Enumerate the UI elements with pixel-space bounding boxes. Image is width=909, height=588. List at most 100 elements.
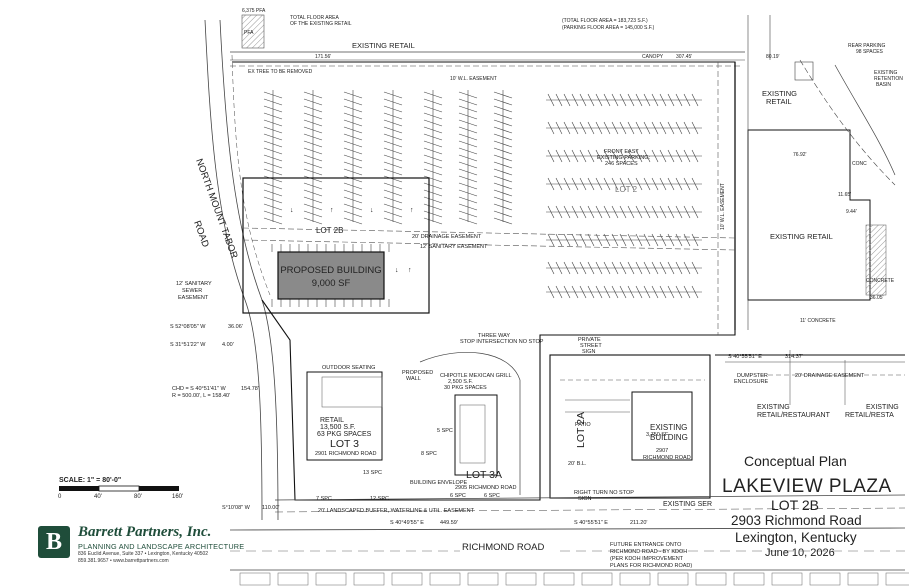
bearing-2-dist: 4.00' [222,342,234,348]
proposed-building-area: 9,000 SF [312,278,351,289]
road-lane-marking [467,572,499,586]
traffic-arrow-icon: ↑ [330,207,334,214]
existing-retail-right-label-2: RETAIL [766,97,792,106]
spaces-8: 8 SPC [421,451,437,457]
front-parking-label-1: FRONT EAST [604,149,639,155]
existing-retail-rest-label-2: RETAIL/RESTAURANT [757,412,831,419]
spaces-7: 7 SPC [316,496,332,502]
right-turn-label: RIGHT TURN NO STOP [574,490,634,496]
road-lane-marking [581,572,613,586]
existing-retail-top [230,14,745,67]
future-entrance-label-3: (PER KDOH IMPROVEMENT [610,556,684,562]
project-lot: LOT 2B [771,497,819,513]
road-lane-marking [885,572,909,586]
lot-2a-building [549,354,711,499]
firm-logo: B [38,526,70,558]
road-lane-marking [809,572,841,586]
road-lane-marking [619,572,651,586]
rear-spaces-label: 98 SPACES [856,49,884,55]
spaces-6: 6 SPC [450,493,466,499]
future-entrance-label-4: PLANS FOR RICHMOND ROAD) [610,563,692,569]
spaces-5: 5 SPC [437,428,453,434]
sanitary-sewer-label-3: EASEMENT [178,295,209,301]
bearing-9: 9.44' [846,209,857,215]
project-date: June 10, 2026 [765,547,835,559]
bearing-36: 36.05' [870,295,884,301]
project-title: LAKEVIEW PLAZA [722,476,892,497]
traffic-arrow-icon: ↓ [395,267,399,274]
floor-area-existing-label: TOTAL FLOOR AREA [290,15,339,21]
proposed-building-name: PROPOSED BUILDING [280,265,381,276]
bearing-3: CHD = S 40°51'41" W [172,386,226,392]
retention-label-1: EXISTING [874,70,897,76]
road-lane-marking [771,572,803,586]
project-city: Lexington, Kentucky [735,530,857,545]
existing-retail-right [747,15,896,330]
existing-ser-label: EXISTING SER [663,501,712,508]
pfa-tag: PFA [244,30,254,36]
bearing-171: 171.56' [315,54,331,60]
road-lane-marking [391,572,423,586]
scale-tick-0: 0 [58,494,62,500]
private-street-label-2: STREET [580,343,602,349]
firm-name: Barrett Partners, Inc. [78,524,212,540]
bearing-7: S°10'08" W [222,505,251,511]
existing-retail-rest-label-3: EXISTING [866,404,899,411]
sanitary-sewer-label-2: SEWER [182,288,202,294]
drainage-easement-line [242,227,736,239]
rear-parking-label: REAR PARKING [848,43,886,49]
lot2a-name-2: BUILDING [650,433,688,442]
lot2a-area: 3,750 SF [646,432,669,438]
bearing-80: 80.19' [766,54,780,60]
private-street-label-1: PRIVATE [578,337,601,343]
lot3-area: 13,500 S.F. [320,424,355,431]
bearing-307: 307.45' [676,54,692,60]
richmond-road [229,494,909,586]
proposed-wall-label-1: PROPOSED [402,370,433,376]
bearing-5-dist: 449.59' [440,520,458,526]
lot-3a-building [419,352,521,495]
lot3a-address: 2905 RICHMOND ROAD [455,485,516,491]
spaces-6b: 6 SPC [484,493,500,499]
richmond-road-label: RICHMOND ROAD [462,542,544,553]
firm-phone: 859.381.9657 • www.barrettpartners.com [78,558,169,564]
road-lane-marking [429,572,461,586]
lot2a-road: RICHMOND ROAD [643,455,691,461]
ex-tree-label: EX TREE TO BE REMOVED [248,69,313,75]
floor-area-existing-label-2: OF THE EXISTING RETAIL [290,21,352,27]
conceptual-plan-label: Conceptual Plan [744,453,847,469]
lot-2-label: LOT 2 [615,185,638,194]
bearing-3-dist: 154.78' [241,386,259,392]
scale-tick-40: 40' [94,494,102,500]
floor-area-total: (TOTAL FLOOR AREA = 183,723 S.F.) [562,18,648,24]
building-envelope-label: BUILDING ENVELOPE [410,480,467,486]
pfa-label: 6,375 PFA [242,8,266,14]
lot3-pkg: 63 PKG SPACES [317,431,372,438]
concrete-walk-label: 11' CONCRETE [800,318,836,324]
future-entrance-label-1: FUTURE ENTRANCE ONTO [610,542,682,548]
drainage-easement-label-2: 20' DRAINAGE EASEMENT [795,373,865,379]
stop-label: STOP INTERSECTION NO STOP [460,339,544,345]
project-address: 2903 Richmond Road [731,513,862,528]
scale-tick-160: 160' [172,494,184,500]
concrete-label: CONCRETE [866,278,895,284]
canopy-label: CANOPY [642,54,664,60]
drainage-easement-label: 20' DRAINAGE EASEMENT [412,234,482,240]
dumpster-label-2: ENCLOSURE [734,379,769,385]
front-parking-label-2: EXISTING PARKING: [597,155,651,161]
lot-2b-boundary [242,177,430,314]
bearing-11: 11.65' [838,192,851,198]
scale-bar [59,485,179,492]
bearing-1: S 52°08'05" W [170,324,206,330]
road-lane-marking [315,572,347,586]
parking-area-right [546,93,702,299]
bearing-6: S 40°55'51" E [574,520,608,526]
lot3a-label: LOT 3A [466,469,502,481]
bearing-1-dist: 36.06' [228,324,243,330]
sanitary-easement-line [242,239,736,251]
sanitary-easement-label: 12' SANITARY EASEMENT [420,244,488,250]
lot-2b-label: LOT 2B [316,226,343,235]
retention-label-2: RETENTION [874,76,903,82]
